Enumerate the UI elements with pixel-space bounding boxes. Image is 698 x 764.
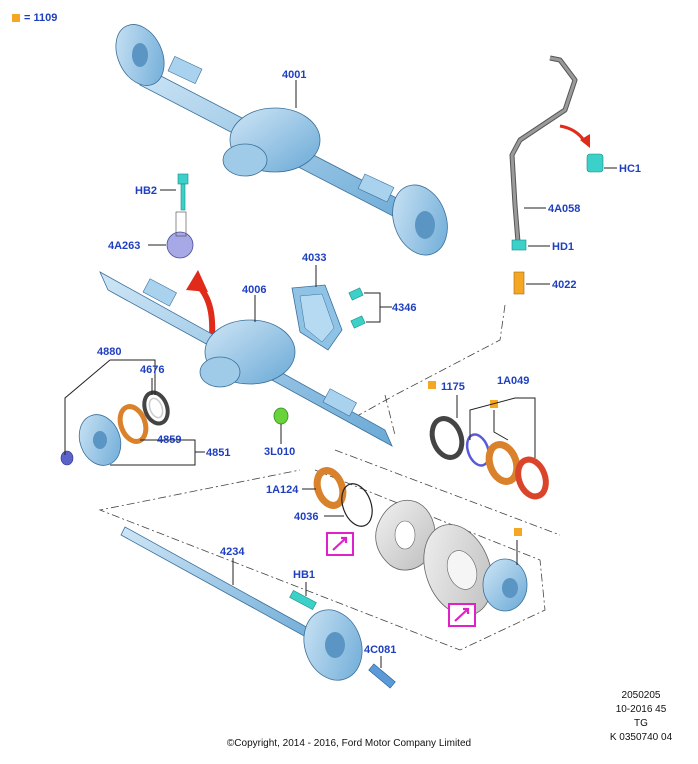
label-4c081: 4C081 xyxy=(364,644,396,656)
label-3l010: 3L010 xyxy=(264,446,295,458)
flange-4851 xyxy=(60,414,122,466)
group-lines-1a049 xyxy=(469,397,536,458)
label-4022: 4022 xyxy=(552,279,576,291)
legend-marker-icon xyxy=(12,14,20,22)
bolts-4346: 4346 xyxy=(348,287,416,329)
ref-line-3: TG xyxy=(634,718,648,729)
clip-hc1 xyxy=(586,153,617,173)
brake-line-4a058 xyxy=(509,55,578,243)
bracket-4a263: 4A263 xyxy=(108,211,194,259)
seal-1a124 xyxy=(302,467,347,509)
axle-assembly-4001: 4001 xyxy=(115,24,448,256)
label-4880: 4880 xyxy=(97,346,121,358)
label-hb1: HB1 xyxy=(293,569,315,581)
ref-line-4: K 0350740 04 xyxy=(609,732,673,743)
plug-3l010: 3L010 xyxy=(264,407,295,458)
label-4001: 4001 xyxy=(282,69,306,81)
group-lines-1a049-branch xyxy=(493,410,509,441)
label-4234: 4234 xyxy=(220,546,245,558)
label-4036: 4036 xyxy=(294,511,318,523)
highlight-box-icon-rotor[interactable] xyxy=(448,603,476,627)
direction-arrowhead-icon xyxy=(186,270,208,292)
orange-marker-icon-hub xyxy=(514,528,522,536)
label-4676: 4676 xyxy=(140,364,164,376)
label-4a058: 4A058 xyxy=(548,203,580,215)
ref-line-1: 2050205 xyxy=(621,690,661,701)
axle-shaft-4234 xyxy=(120,526,363,681)
bolt-4c081 xyxy=(368,656,396,689)
bolt-hb2: HB2 xyxy=(135,173,189,211)
cover-4033: 4033 xyxy=(291,252,343,351)
clip-hd1 xyxy=(511,239,550,251)
label-4a263: 4A263 xyxy=(108,240,140,252)
axle-housing-4006: 4006 xyxy=(99,271,393,447)
ref-line-2: 10-2016 45 xyxy=(615,704,667,715)
label-4859: 4859 xyxy=(157,434,181,446)
label-4851: 4851 xyxy=(206,447,230,459)
direction-arrowhead-icon-hose xyxy=(580,134,590,148)
label-hb2: HB2 xyxy=(135,185,157,197)
wheel-hub xyxy=(482,558,528,612)
label-hc1: HC1 xyxy=(619,163,641,175)
vent-4022 xyxy=(513,271,550,295)
label-4346: 4346 xyxy=(392,302,416,314)
seal-4676 xyxy=(142,390,170,426)
label-1a124: 1A124 xyxy=(266,484,299,496)
copyright-text: ©Copyright, 2014 - 2016, Ford Motor Comp… xyxy=(226,738,472,749)
brake-rotor xyxy=(423,524,493,616)
oring-4036 xyxy=(324,483,373,527)
oring-1a049 xyxy=(465,433,491,467)
label-1175: 1175 xyxy=(441,381,465,393)
seal-red-1a049 xyxy=(515,456,549,500)
backing-plate xyxy=(375,499,436,571)
legend-text: = 1109 xyxy=(24,12,58,24)
label-hd1: HD1 xyxy=(552,241,574,253)
seal-1175 xyxy=(429,395,465,460)
assembly-lines xyxy=(98,304,561,651)
label-4006: 4006 xyxy=(242,284,266,296)
legend: = 1109 xyxy=(12,12,57,24)
label-4033: 4033 xyxy=(302,252,326,264)
label-1a049: 1A049 xyxy=(497,375,529,387)
gasket-4859 xyxy=(117,404,149,444)
highlight-box-icon-backing-plate[interactable] xyxy=(326,532,354,556)
ring-1a049 xyxy=(485,441,521,485)
bolt-hb1 xyxy=(289,582,317,611)
group-lines-left xyxy=(64,359,205,466)
orange-marker-icon-1175 xyxy=(428,381,436,389)
